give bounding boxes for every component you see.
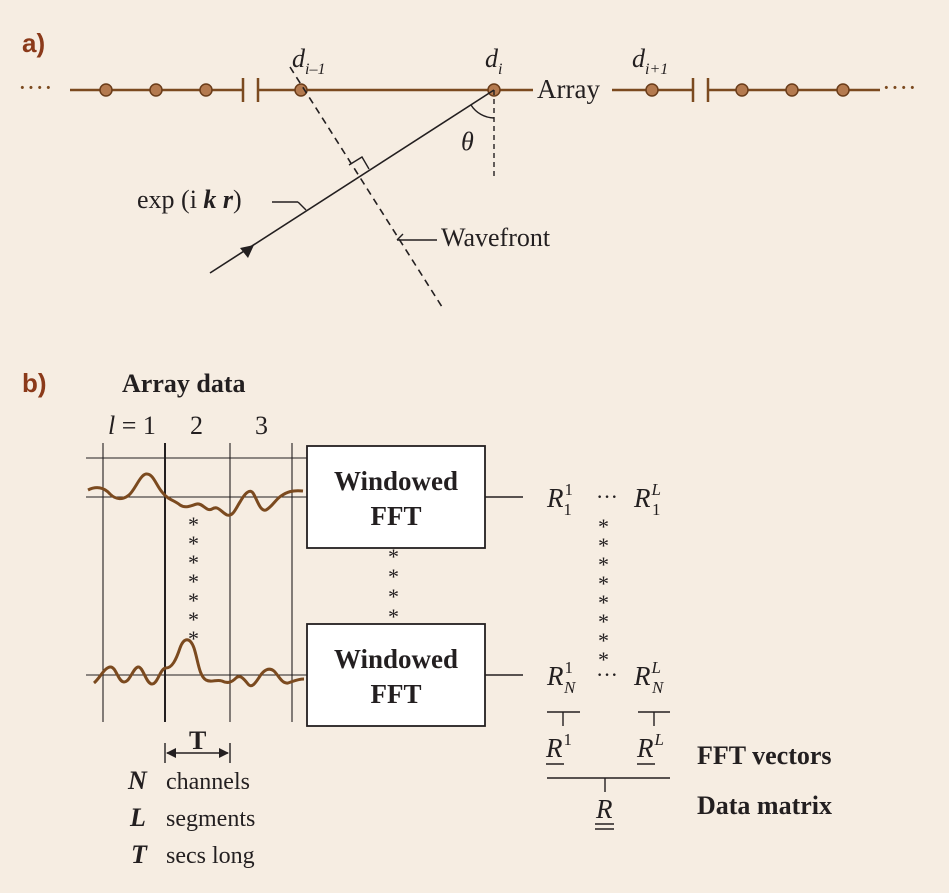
wavefront-label: Wavefront — [441, 223, 551, 252]
segment-label-3: 3 — [255, 411, 268, 440]
sensor-node — [735, 83, 749, 97]
parameter-legend: N channels L segments T secs long — [127, 766, 255, 869]
fft-box-bottom-line1: Windowed — [334, 644, 458, 674]
sensor-node — [149, 83, 163, 97]
right-angle-marker — [348, 156, 370, 170]
wave-expression-label: exp (i k r) — [137, 185, 242, 214]
svg-text:*: * — [598, 552, 609, 577]
wavefront-line — [289, 66, 445, 311]
vector-brackets — [547, 711, 670, 726]
svg-text:*: * — [188, 550, 199, 575]
sensor-node — [785, 83, 799, 97]
legend-symbol-L: L — [129, 803, 146, 832]
detector-curr-label: di — [485, 44, 502, 78]
signal-trace-channel-N — [92, 638, 305, 688]
array-dots-right: ···· — [882, 73, 917, 102]
fft-box-top: Windowed FFT — [306, 445, 486, 549]
svg-text:*: * — [188, 531, 199, 556]
svg-text:*: * — [598, 590, 609, 615]
row-ellipsis-bottom: ··· — [596, 662, 618, 687]
data-matrix-label: Data matrix — [697, 791, 832, 820]
incoming-ray — [209, 89, 495, 274]
matrix-bracket — [547, 777, 670, 792]
legend-symbol-T: T — [131, 840, 148, 869]
sensor-node — [199, 83, 213, 97]
sensor-node — [645, 83, 659, 97]
signal-trace-channel-1 — [87, 472, 304, 517]
fft-box-top-line1: Windowed — [334, 466, 458, 496]
angle-theta-label: θ — [461, 127, 474, 156]
sensor-node — [294, 83, 308, 97]
dimension-arrow-left — [166, 748, 176, 758]
svg-text:*: * — [188, 607, 199, 632]
r-column-ellipsis: * * * * * * * * — [598, 514, 609, 672]
svg-text:*: * — [388, 564, 399, 589]
svg-text:*: * — [188, 588, 199, 613]
svg-text:*: * — [388, 604, 399, 629]
svg-text:*: * — [598, 533, 609, 558]
legend-text-L: segments — [166, 806, 255, 832]
svg-text:*: * — [388, 544, 399, 569]
fft-ellipsis-middle: * * * * — [388, 544, 399, 629]
svg-text:*: * — [598, 628, 609, 653]
row-ellipsis-top: ··· — [596, 484, 618, 509]
wave-label-leader-tick — [297, 201, 307, 211]
svg-text:*: * — [598, 609, 609, 634]
wavefront-label-leader-tick — [396, 233, 404, 241]
panel-b-label: b) — [22, 368, 47, 398]
svg-text:*: * — [188, 512, 199, 537]
array-dots-left: ···· — [18, 73, 53, 102]
array-data-title: Array data — [122, 369, 245, 398]
svg-text:*: * — [188, 569, 199, 594]
segment-label-1: l = 1 — [108, 411, 156, 440]
detector-prev-label: di–1 — [292, 44, 325, 78]
fft-box-bottom-line2: FFT — [371, 679, 422, 709]
array-label: Array — [537, 74, 600, 104]
channel-ellipsis-left: * * * * * * * — [188, 512, 199, 651]
r-vector-L-label: RL — [636, 730, 664, 763]
fft-box-top-line2: FFT — [371, 501, 422, 531]
svg-text:*: * — [598, 647, 609, 672]
segment-length-T-label: T — [189, 726, 206, 755]
legend-text-N: channels — [166, 769, 250, 795]
legend-symbol-N: N — [127, 766, 148, 795]
ray-arrowhead — [240, 245, 254, 258]
fft-vectors-label: FFT vectors — [697, 741, 832, 770]
legend-text-T: secs long — [166, 843, 255, 869]
sensor-nodes — [99, 83, 850, 97]
svg-text:*: * — [598, 514, 609, 539]
fft-box-bottom: Windowed FFT — [306, 623, 486, 727]
svg-text:*: * — [188, 626, 199, 651]
svg-text:*: * — [598, 571, 609, 596]
segment-length-dimension — [164, 743, 231, 763]
angle-arc — [470, 104, 495, 119]
sensor-node — [836, 83, 850, 97]
segment-label-2: 2 — [190, 411, 203, 440]
sensor-node — [99, 83, 113, 97]
segment-grid — [86, 443, 308, 722]
array-break-marks — [241, 78, 710, 102]
panel-a-label: a) — [22, 28, 45, 58]
data-matrix-symbol: R — [595, 794, 613, 824]
dimension-arrow-right — [219, 748, 229, 758]
svg-text:*: * — [388, 584, 399, 609]
r-vector-1-label: R1 — [545, 730, 572, 763]
detector-next-label: di+1 — [632, 44, 668, 78]
